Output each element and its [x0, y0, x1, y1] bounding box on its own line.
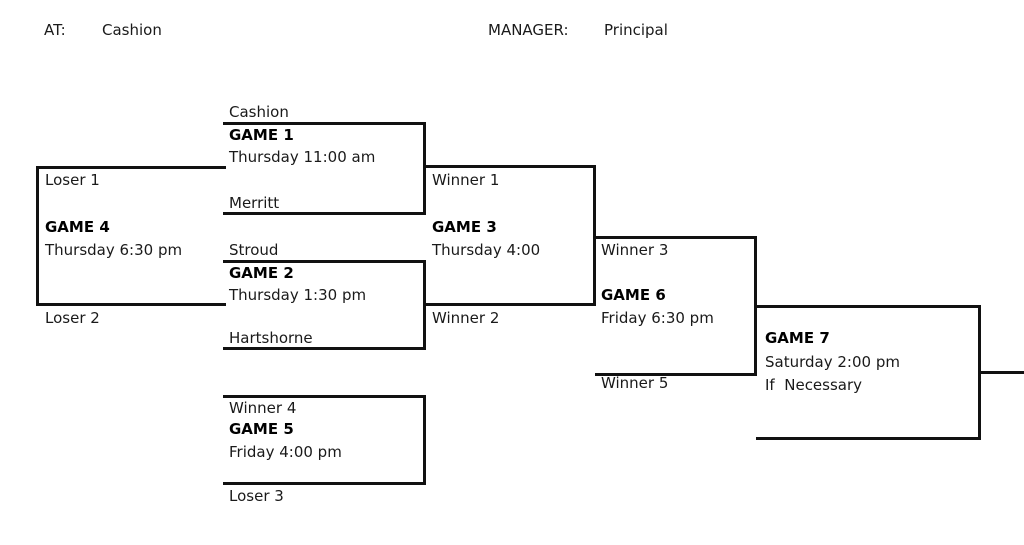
game2-top-slot[interactable]: Stroud: [229, 241, 279, 259]
game2-when: Thursday 1:30 pm: [229, 286, 367, 304]
game2-bottom-slot[interactable]: Hartshorne: [229, 329, 313, 347]
game1-top-slot[interactable]: Cashion: [229, 103, 289, 121]
game7-when: Saturday 2:00 pm: [765, 353, 900, 371]
game1-bottom-line: [223, 212, 426, 215]
game2-title: GAME 2: [229, 264, 294, 282]
game1-bottom-slot[interactable]: Merritt: [229, 194, 280, 212]
game4-left-connector: [36, 166, 39, 306]
game5-right-connector: [423, 395, 426, 485]
game1-when: Thursday 11:00 am: [229, 148, 376, 166]
game3-top-slot[interactable]: Winner 1: [432, 171, 500, 189]
game5-title: GAME 5: [229, 420, 294, 438]
game4-when: Thursday 6:30 pm: [45, 241, 183, 259]
manager-value[interactable]: Principal: [604, 21, 668, 39]
game7-note: If Necessary: [765, 376, 863, 394]
game2-top-line: [223, 260, 426, 263]
game6-bottom-slot[interactable]: Winner 5: [601, 374, 669, 392]
game3-title: GAME 3: [432, 218, 497, 236]
game4-top-line: [36, 166, 226, 169]
game1-title: GAME 1: [229, 126, 294, 144]
game6-when: Friday 6:30 pm: [601, 309, 714, 327]
game1-right-connector: [423, 122, 426, 215]
game3-bottom-line: [424, 303, 596, 306]
game6-top-slot[interactable]: Winner 3: [601, 241, 669, 259]
game6-title: GAME 6: [601, 286, 666, 304]
game7-top-line: [756, 305, 981, 308]
game3-when: Thursday 4:00: [432, 241, 541, 259]
game4-bottom-line: [36, 303, 226, 306]
game7-title: GAME 7: [765, 329, 830, 347]
game3-right-connector: [593, 165, 596, 306]
game3-top-line: [424, 165, 596, 168]
game5-bottom-line: [223, 482, 426, 485]
game4-bottom-slot[interactable]: Loser 2: [45, 309, 100, 327]
at-value[interactable]: Cashion: [102, 21, 162, 39]
at-label: AT:: [44, 21, 66, 39]
game2-bottom-line: [223, 347, 426, 350]
game5-when: Friday 4:00 pm: [229, 443, 342, 461]
game6-right-connector: [754, 236, 757, 376]
game7-champion-stub: [978, 371, 1024, 374]
game6-top-line: [595, 236, 756, 239]
game5-top-line: [223, 395, 426, 398]
game6-bottom-line: [595, 373, 756, 376]
game1-top-line: [223, 122, 426, 125]
game5-top-slot[interactable]: Winner 4: [229, 399, 297, 417]
game4-top-slot[interactable]: Loser 1: [45, 171, 100, 189]
game7-bottom-line: [756, 437, 981, 440]
game5-bottom-slot[interactable]: Loser 3: [229, 487, 284, 505]
manager-label: MANAGER:: [488, 21, 569, 39]
game4-title: GAME 4: [45, 218, 110, 236]
game3-bottom-slot[interactable]: Winner 2: [432, 309, 500, 327]
